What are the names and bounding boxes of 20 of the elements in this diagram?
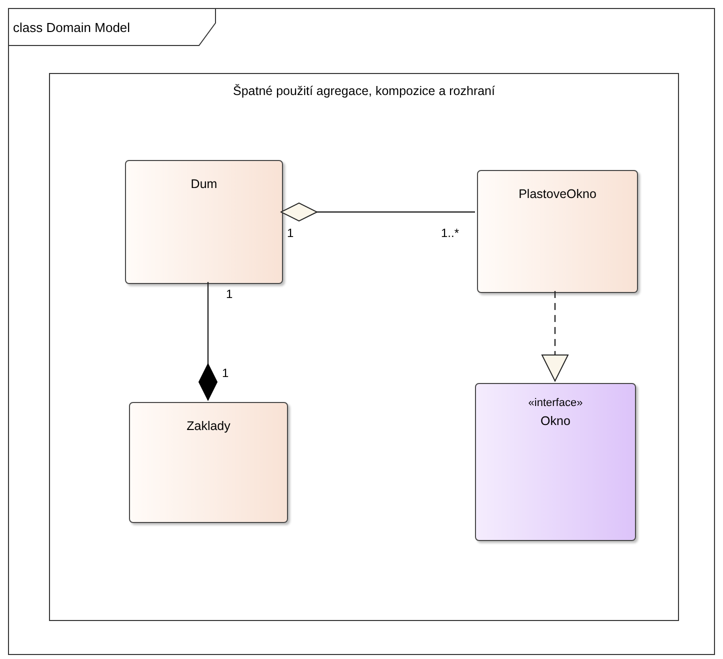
class-name: Zaklady [186, 418, 230, 435]
multiplicity-label: 1..* [441, 226, 460, 240]
class-box [125, 160, 283, 284]
diagram-frame [8, 8, 715, 655]
class-name: Dum [190, 176, 218, 193]
association-line [198, 282, 218, 400]
multiplicity-label: 1 [287, 226, 294, 240]
class-name: PlastoveOkno [518, 186, 596, 203]
realization-arrow [542, 291, 568, 382]
multiplicity-label: 1 [226, 287, 233, 301]
class-name: Okno [540, 413, 570, 430]
class-box [129, 402, 288, 523]
interface-box [475, 383, 636, 541]
multiplicity-label: 1 [222, 366, 229, 380]
association-line [280, 202, 475, 222]
boundary-box [49, 73, 679, 621]
frame-title: class Domain Model [13, 19, 130, 37]
class-box [477, 170, 638, 293]
boundary-title: Špatné použití agregace, kompozice a rozhraní [232, 83, 496, 100]
stereotype-text: «interface» [528, 396, 583, 411]
